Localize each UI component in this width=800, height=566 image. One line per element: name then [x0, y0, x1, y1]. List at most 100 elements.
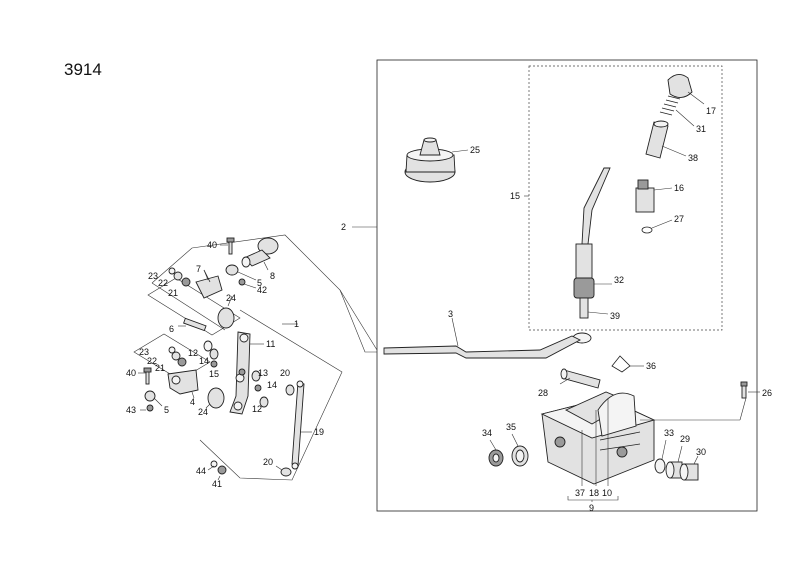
part-24-bush-upper — [217, 307, 235, 329]
part-15-gear-lever — [572, 167, 611, 344]
leader-8 — [263, 261, 269, 271]
part-14-nut-upper — [210, 360, 218, 368]
part-15-washer-lower — [238, 368, 246, 376]
callout-23-top: 23 — [148, 271, 158, 281]
callout-41: 41 — [212, 479, 222, 489]
leader-housing-26 — [739, 397, 747, 421]
part-44-washer — [210, 460, 218, 468]
callout-17: 17 — [706, 106, 716, 116]
leader-38 — [661, 145, 687, 157]
leader-16 — [653, 187, 673, 191]
leader-29 — [677, 445, 683, 463]
part-23-washer-top — [168, 267, 176, 275]
part-27-oring — [641, 226, 653, 234]
subframe-lower — [133, 333, 211, 381]
callout-26: 26 — [762, 388, 772, 398]
leader-7 — [203, 269, 209, 281]
callout-15-link: 15 — [209, 369, 219, 379]
leader-30 — [693, 455, 699, 465]
part-12-bush-upper — [209, 348, 219, 360]
leader-35 — [511, 433, 519, 447]
linkage-frame-left — [151, 282, 226, 331]
leader-17 — [687, 91, 705, 105]
part-43-nut — [146, 404, 154, 412]
part-42-nut — [238, 278, 246, 286]
callout-22-low: 22 — [147, 356, 157, 366]
leader-33 — [661, 439, 667, 460]
part-38-sleeve — [645, 120, 669, 159]
part-21-nut-top — [181, 277, 191, 287]
callout-20-top: 20 — [280, 368, 290, 378]
callout-38: 38 — [688, 153, 698, 163]
leader-24-upper — [227, 295, 233, 307]
callout-40-low: 40 — [126, 368, 136, 378]
callout-1: 1 — [294, 319, 299, 329]
callout-12-upper: 12 — [188, 348, 198, 358]
leader-25 — [451, 149, 469, 153]
part-29-bearing — [665, 461, 683, 479]
part-9-housing — [540, 391, 656, 485]
linkage-frame-top — [151, 234, 377, 353]
callout-29: 29 — [680, 434, 690, 444]
callout-27: 27 — [674, 214, 684, 224]
callout-24-lower: 24 — [198, 407, 208, 417]
leader-4 — [191, 391, 195, 399]
callout-11: 11 — [266, 339, 275, 349]
leader-39 — [587, 311, 609, 315]
callout-44: 44 — [196, 466, 206, 476]
callout-10: 10 — [602, 488, 612, 498]
part-4-lever — [167, 369, 199, 395]
callout-3: 3 — [448, 309, 453, 319]
part-35-seal — [511, 445, 529, 467]
callout-25: 25 — [470, 145, 480, 155]
leader-41 — [217, 475, 221, 481]
leader-34 — [489, 439, 497, 451]
callout-9: 9 — [589, 503, 594, 513]
callout-24-upper: 24 — [226, 293, 236, 303]
callout-34: 34 — [482, 428, 492, 438]
callout-20-bottom: 20 — [263, 457, 273, 467]
lever-subassembly-frame — [528, 65, 723, 331]
part-31-spring — [659, 95, 681, 116]
part-25-boot — [404, 137, 456, 183]
part-7-bracket — [195, 269, 223, 299]
part-17-knob — [667, 74, 693, 98]
leader-5-low — [153, 397, 163, 407]
callout-7: 7 — [196, 264, 201, 274]
callout-5-top: 5 — [257, 278, 262, 288]
linkage-frame-right — [199, 309, 343, 481]
part-13-bush — [251, 370, 261, 382]
callout-14-upper: 14 — [199, 356, 209, 366]
part-15-washer-upper — [203, 340, 213, 352]
part-33-washer — [654, 458, 666, 474]
part-5-bush-top — [225, 264, 239, 276]
part-19-link-rod — [291, 380, 305, 470]
part-30-cap — [679, 463, 699, 481]
leader-24-lower — [205, 403, 211, 409]
callout-16: 16 — [674, 183, 684, 193]
leader-44 — [207, 465, 215, 471]
part-26-screw — [740, 381, 748, 399]
part-8-balljoint — [241, 237, 279, 268]
leader-frame-join — [339, 289, 378, 351]
callout-37: 37 — [575, 488, 585, 498]
part-20-bush-bottom — [280, 467, 292, 477]
leader-5-top — [237, 271, 257, 281]
part-40-bolt-low — [143, 367, 152, 385]
callout-36: 36 — [646, 361, 656, 371]
callout-40-top: 40 — [207, 240, 217, 250]
callout-31: 31 — [696, 124, 706, 134]
callout-42: 42 — [257, 285, 267, 295]
callout-30: 30 — [696, 447, 706, 457]
callout-22-top: 22 — [158, 278, 168, 288]
bracket-9 — [567, 496, 619, 501]
callout-15-lever: 15 — [510, 191, 520, 201]
leader-27 — [651, 219, 673, 229]
leader-42 — [243, 283, 257, 289]
leader-20-bottom — [275, 465, 283, 471]
callout-12-lower: 12 — [252, 404, 262, 414]
leader-28 — [559, 377, 571, 385]
part-21-nut-low — [177, 357, 187, 367]
part-41-nut — [217, 465, 227, 475]
